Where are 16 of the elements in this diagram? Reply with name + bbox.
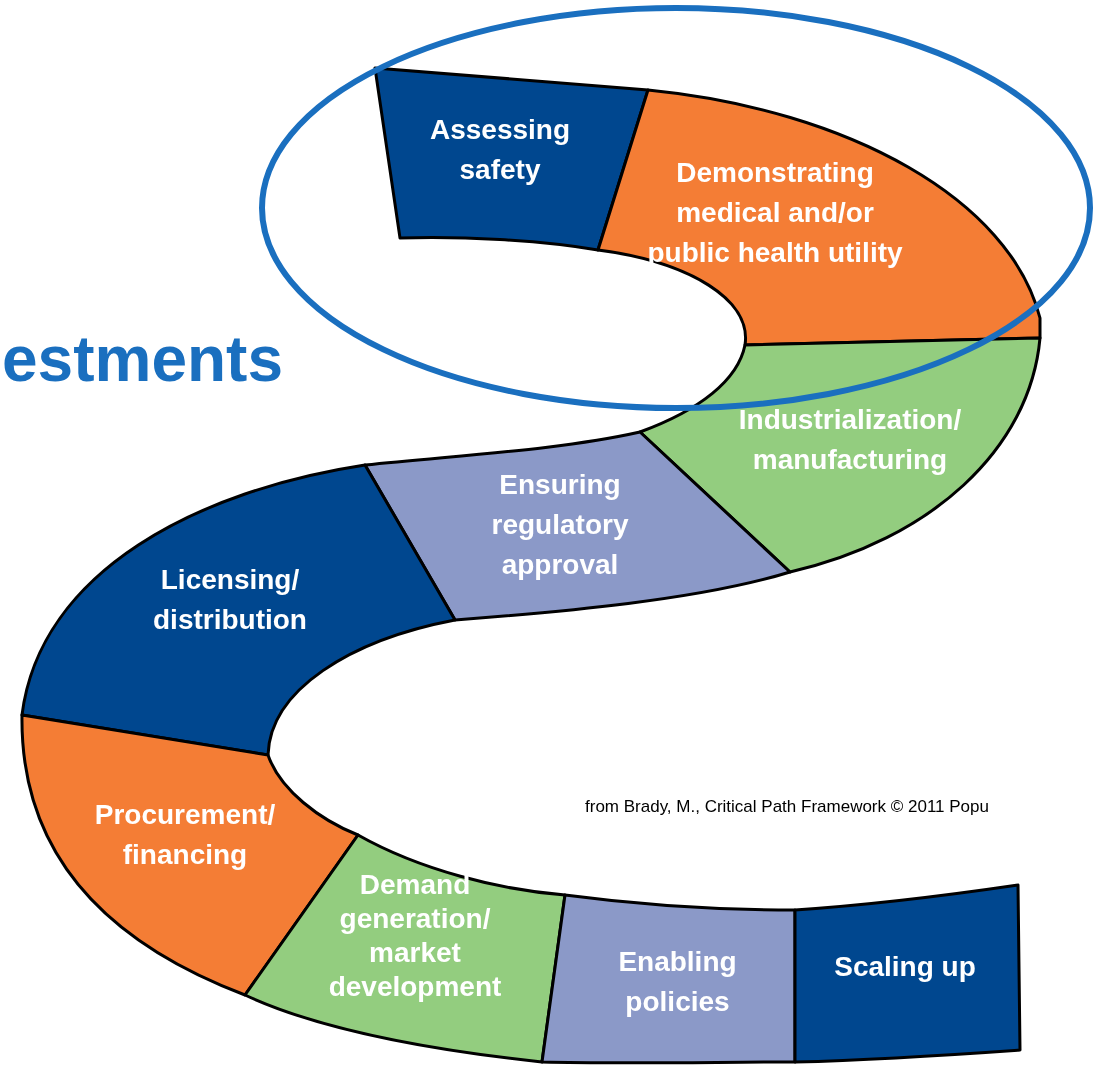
path-segment (793, 883, 1022, 1064)
segment-label: Procurement/ financing (93, 798, 277, 872)
segment-label: Scaling up (834, 950, 976, 984)
path-segment (373, 66, 650, 252)
segment-label: Licensing/ distribution (152, 563, 308, 637)
segment-label: Ensuring regulatory approval (490, 468, 630, 582)
title: estments (2, 322, 283, 396)
path-segment (20, 463, 457, 757)
segment-label: Enabling policies (617, 945, 738, 1019)
segment-label: Demand generation/ market development (327, 868, 503, 1004)
segment-label: Assessing safety (428, 113, 572, 187)
path-segment (540, 893, 797, 1065)
segment-label: Industrialization/ manufacturing (737, 403, 963, 477)
segment-label: Demonstrating medical and/or public health utility (646, 156, 904, 270)
path-segment (596, 88, 1042, 347)
source-citation: from Brady, M., Critical Path Framework © 2011 Popu (585, 797, 989, 817)
